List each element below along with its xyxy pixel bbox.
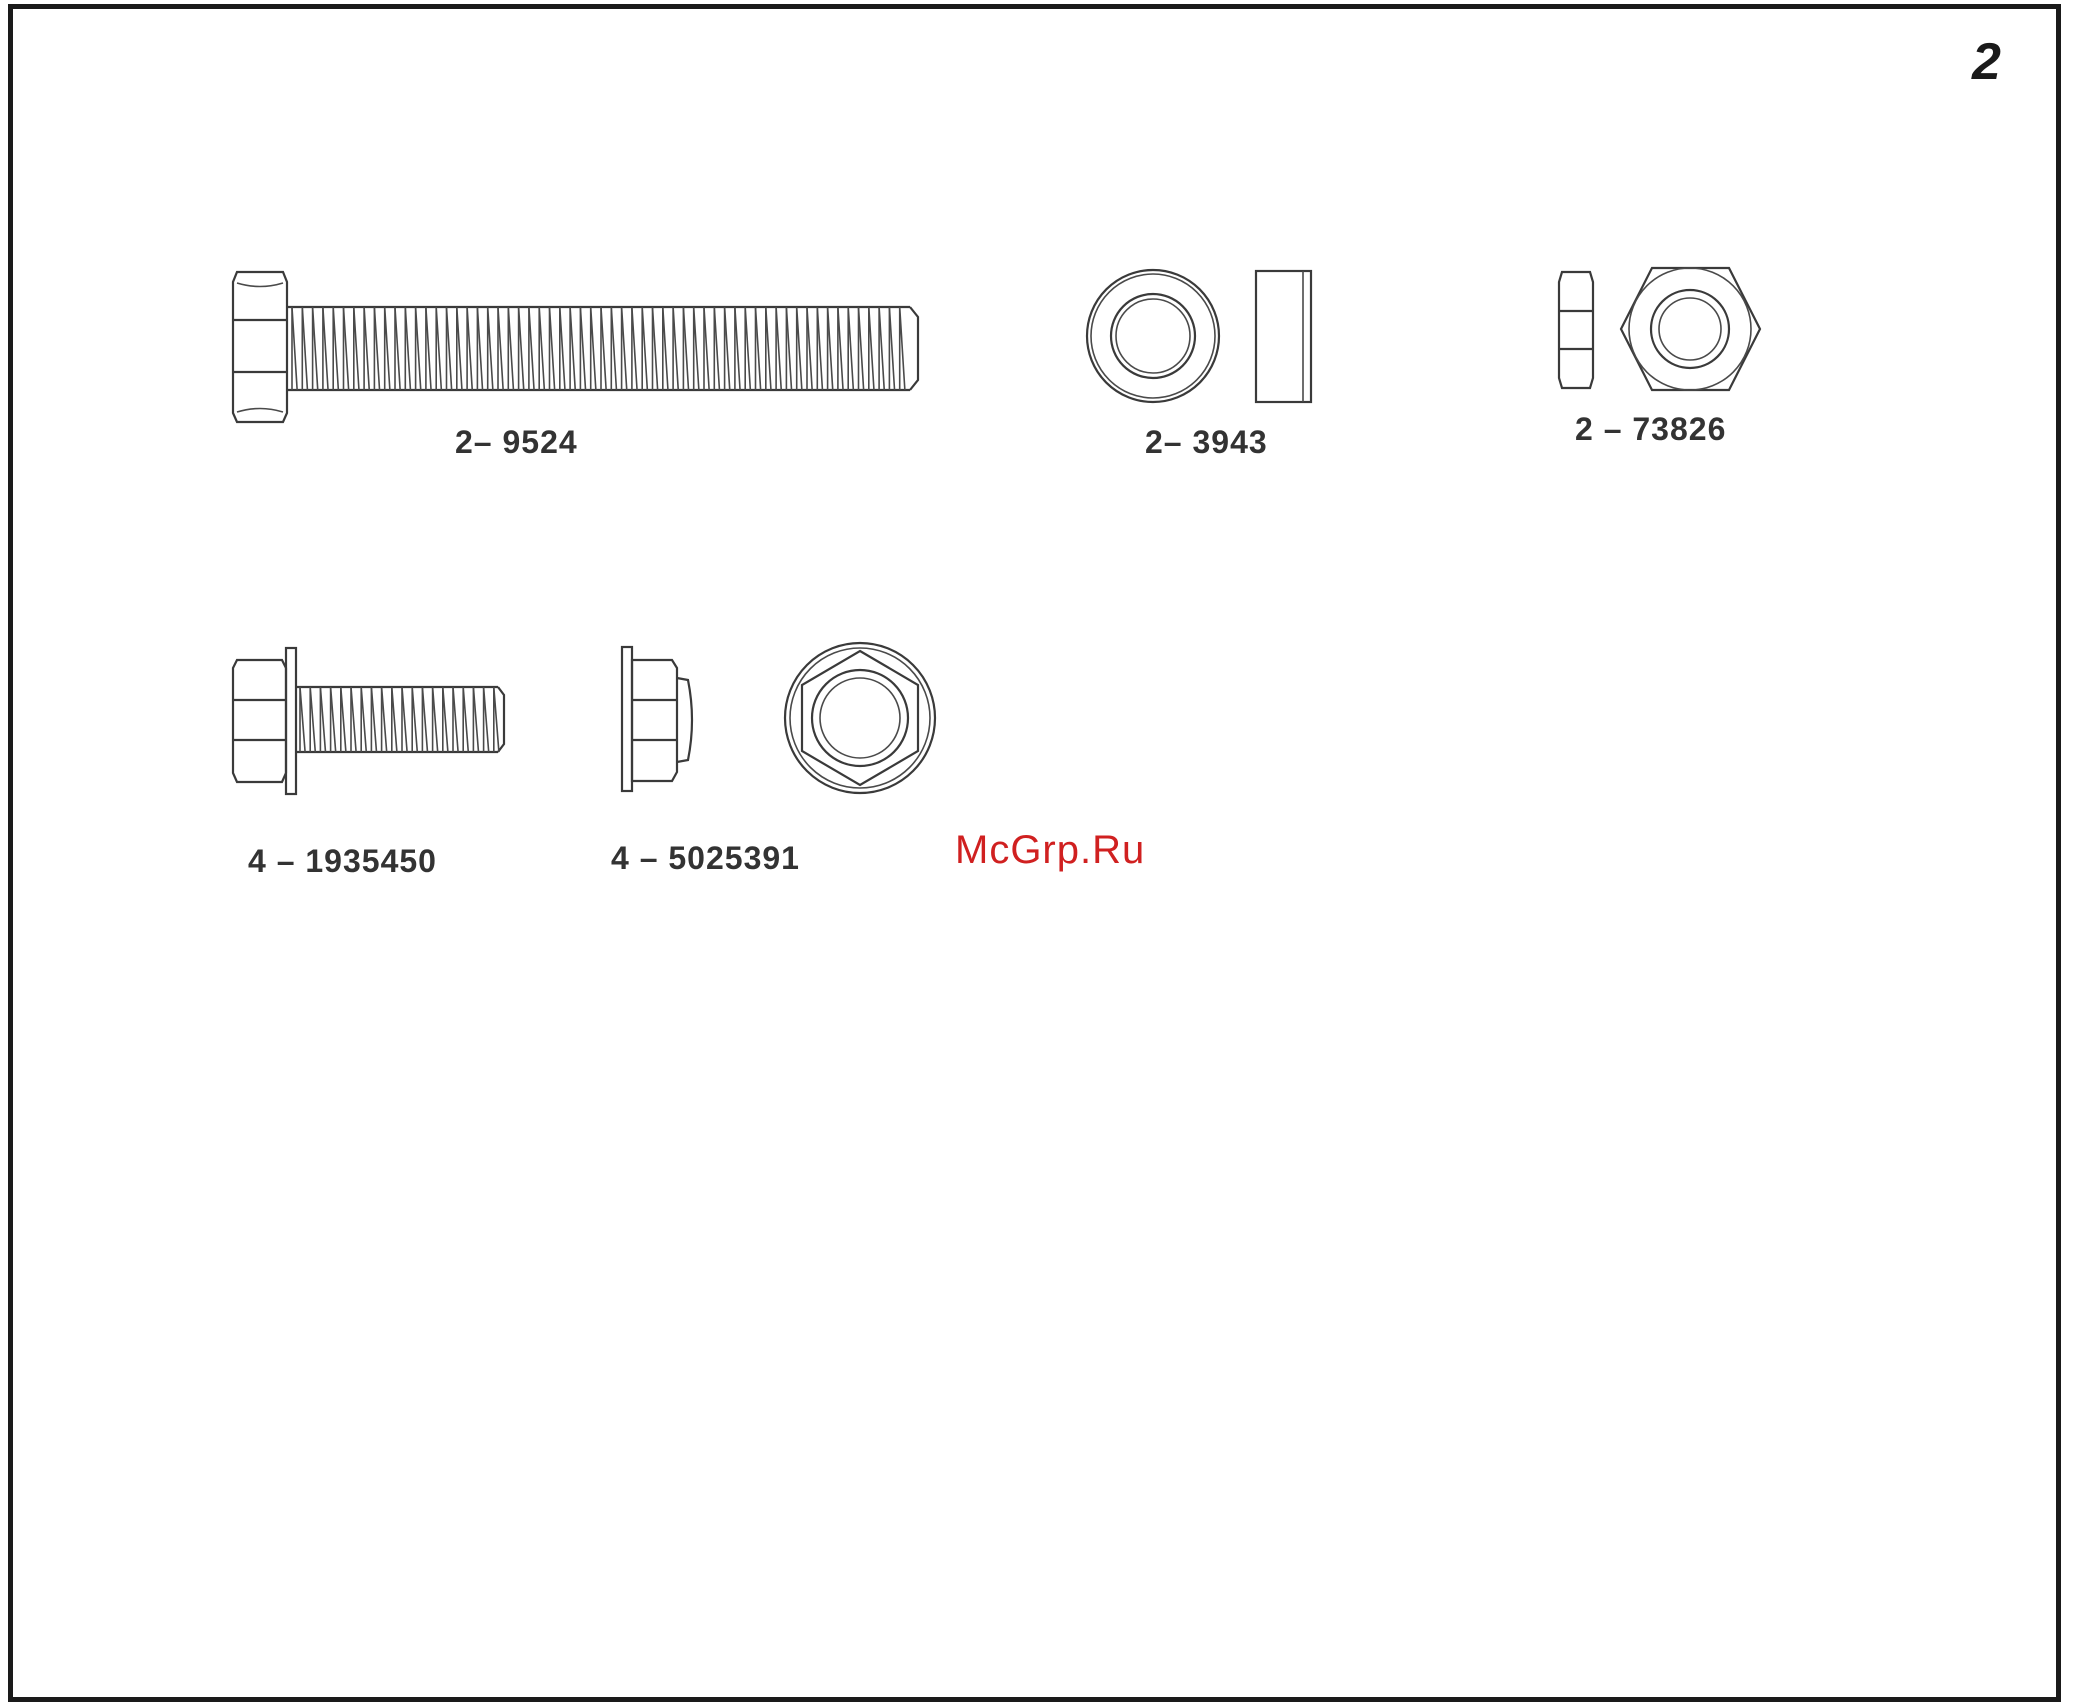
part-label-flange-bolt: 4 – 1935450 <box>248 843 437 880</box>
spacer-illustration <box>1087 270 1311 402</box>
part-label-hex-nut: 2 – 73826 <box>1575 411 1726 448</box>
part-label-flange-nut: 4 – 5025391 <box>611 840 800 877</box>
thread-lines-long <box>292 307 905 390</box>
flange-bolt-illustration <box>233 648 504 794</box>
part-label-spacer: 2– 3943 <box>1145 424 1268 461</box>
watermark-text: McGrp.Ru <box>955 828 1145 873</box>
long-hex-bolt-illustration <box>233 272 918 422</box>
flange-nut-illustration <box>622 643 935 793</box>
hex-nut-illustration <box>1559 268 1760 390</box>
part-label-bolt-long: 2– 9524 <box>455 424 578 461</box>
thread-lines-short <box>300 687 499 752</box>
